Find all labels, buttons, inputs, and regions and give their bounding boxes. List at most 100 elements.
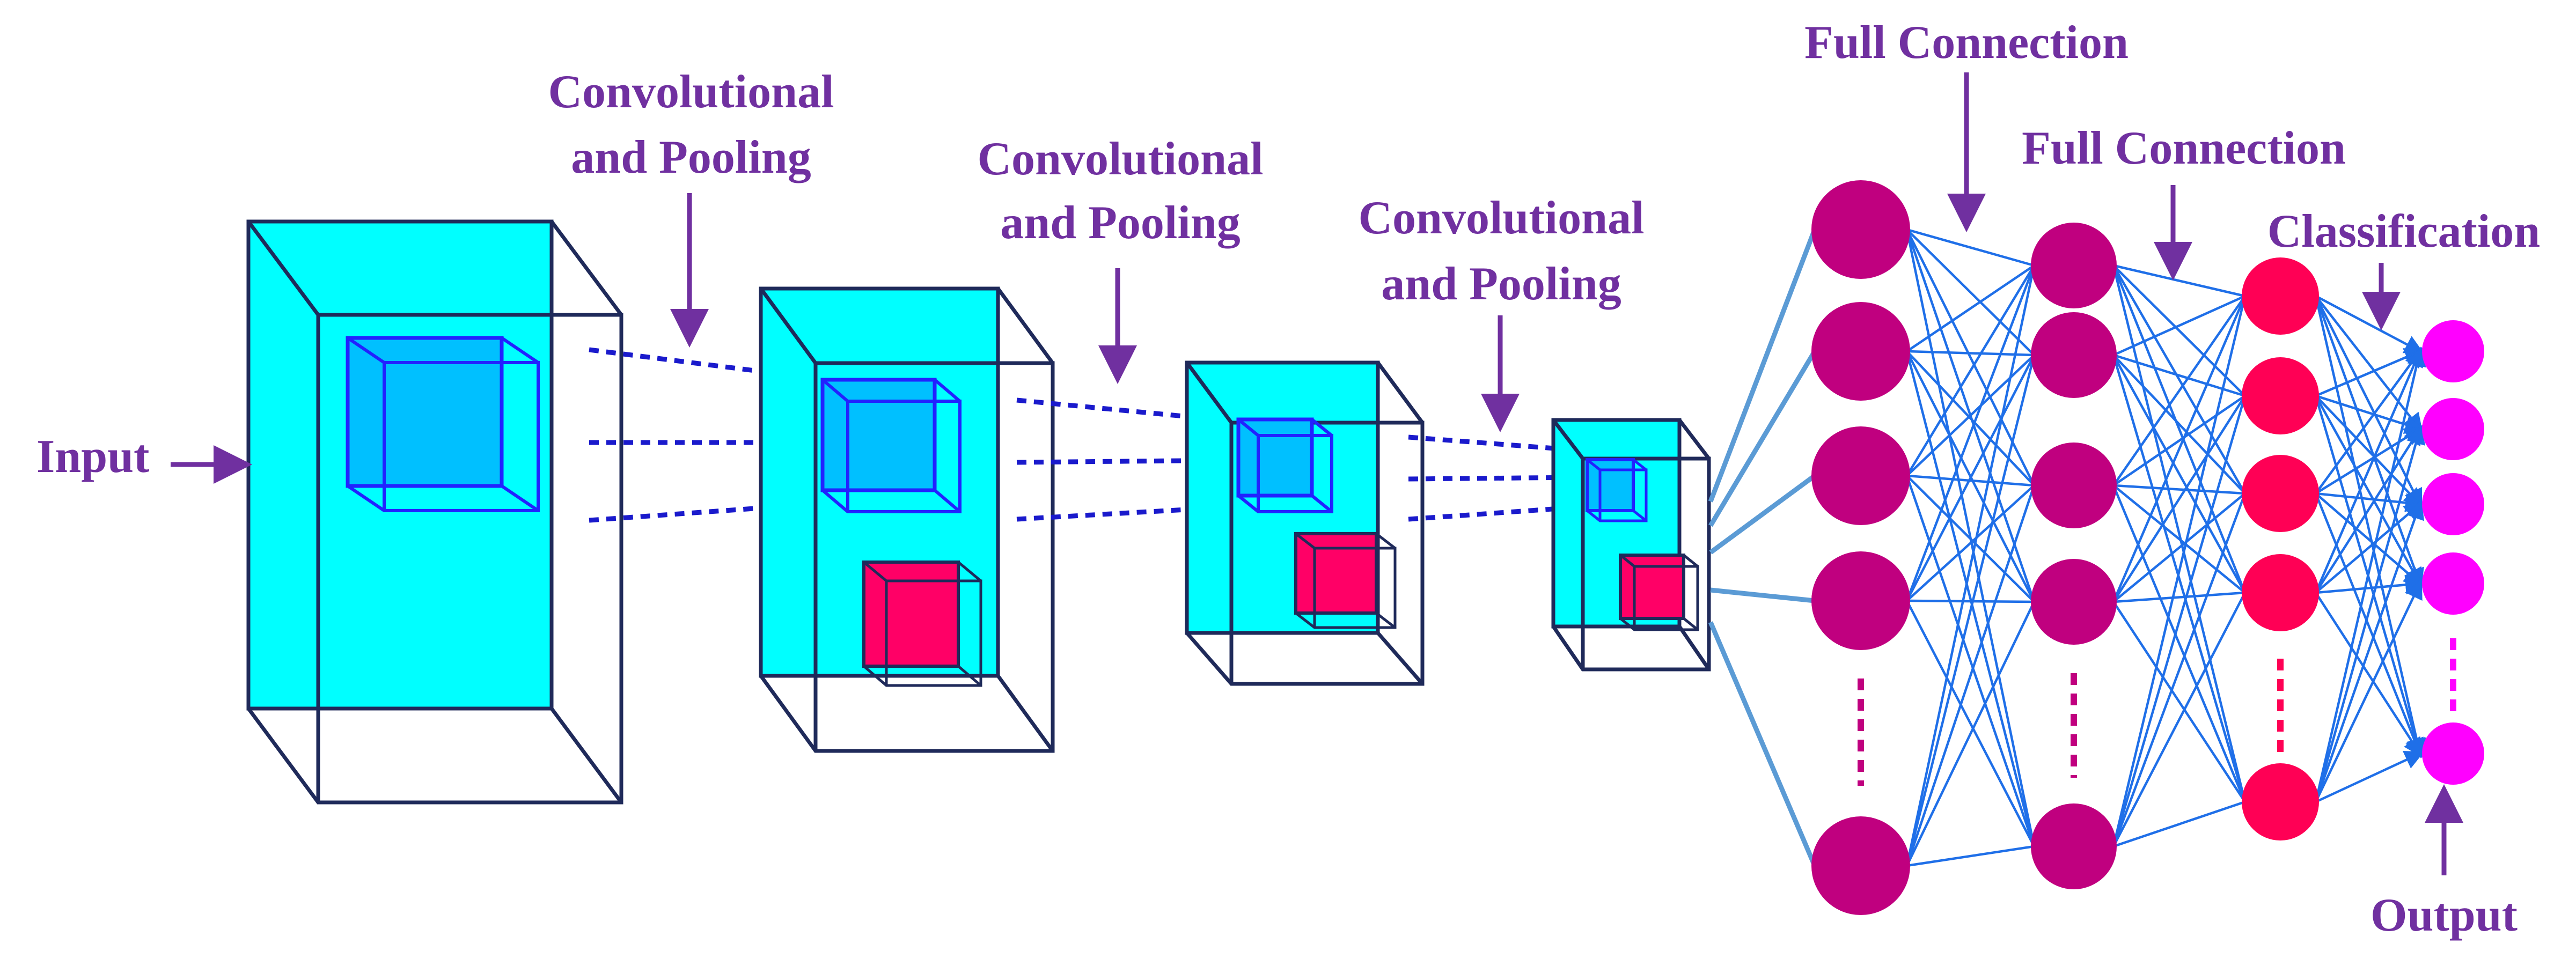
fc-connection-line [2112,296,2247,602]
fc-label-1-text: Full Connection [1804,17,2129,69]
fc-connection-line [1906,350,2035,486]
kernel-cube-4 [1586,458,1648,522]
output-neuron-2 [2422,398,2484,460]
fc-connection-line [1905,265,2036,866]
input-label-group: Input [36,431,252,484]
fc2-neuron-1 [2031,223,2117,308]
fc-connection-line [2315,492,2424,587]
fc-connection-line [1906,264,2035,477]
fc-connection-line [2112,264,2246,495]
conv-label-3-line1: Convolutional [1358,192,1644,244]
fan-in-line [1708,621,1817,867]
fan-in-line [1708,228,1817,503]
fc-connection-line [2112,265,2247,802]
fc-connection-line [2314,296,2426,758]
conv-label-2: Convolutional and Pooling [977,133,1264,384]
fc-connection-line [2314,424,2426,802]
conv-label-1-line1: Convolutional [548,66,834,118]
fan-in-line [1708,350,1817,527]
conv-label-2-line1: Convolutional [977,133,1263,185]
output-neuron-1 [2422,320,2484,382]
kernel-cube-1 [346,336,540,512]
fc-connections [1708,228,2426,867]
fc-label-1: Full Connection [1804,17,2129,232]
fc-connection-line [2112,295,2246,486]
fc-connection-line [2113,591,2245,603]
fc2-neuron-5 [2031,803,2117,889]
fc-connection-line [2112,592,2246,847]
fc-connection-line [2112,484,2246,594]
pool-cube-2 [862,561,982,687]
fc-connection-line [1906,354,2035,477]
fc-connection-line [1906,350,2035,357]
output-label: Output [2370,784,2518,941]
fc-connection-line [2314,346,2423,593]
classification-label-text: Classification [2267,205,2540,257]
fc-connection-line [2315,395,2424,508]
fc-connection-line [2112,492,2246,603]
pool-cube-3 [1294,532,1397,629]
fc-connection-line [1906,264,2035,352]
fc-connection-line [1906,354,2035,602]
fc-connection-line [2112,395,2246,486]
fc-connection-line [1906,845,2035,867]
fc-connection-line [2112,493,2247,847]
kernel-cube-3 [1236,417,1333,513]
class-neuron-4 [2242,554,2319,631]
conv-label-3: Convolutional and Pooling [1358,192,1645,432]
class-neuron-1 [2242,257,2319,335]
class-neuron-3 [2242,455,2319,532]
fc-connection-line [1906,484,2035,602]
fc2-neuron-3 [2031,443,2117,528]
fc-connection-line [1905,265,2036,601]
fc-connection-line [2112,265,2247,593]
conv-label-1-line2: and Pooling [571,131,811,183]
fc-connection-line [1905,351,2036,847]
fc-connection-line [2315,347,2423,495]
output-neuron-5 [2422,722,2484,785]
neurons [1811,180,2484,915]
fc-connection-line [2112,264,2246,397]
class-neuron-5 [2242,763,2319,840]
output-label-text: Output [2370,889,2518,941]
fc-connection-line [2315,348,2425,397]
fc-connection-line [1905,601,2036,866]
pool-cube-4 [1619,554,1699,631]
fc-label-2-text: Full Connection [2022,122,2346,174]
fc-connection-line [2315,492,2425,513]
output-neuron-3 [2422,473,2484,535]
input-label: Input [36,431,149,483]
fc1-neuron-5 [1811,816,1910,915]
fc-connection-line [1905,475,2036,847]
fc-connection-line [2314,296,2424,588]
fan-in-line [1709,474,1816,555]
conv-volume-4 [1551,418,1711,672]
fc-connection-line [2113,294,2245,357]
fc-connection-line [1906,228,2035,356]
fc-connection-line [2315,295,2424,354]
class-neuron-2 [2242,357,2319,434]
conv-label-3-line2: and Pooling [1381,258,1621,310]
fc-connection-line [2315,426,2424,495]
fc-connection-line [2315,425,2423,594]
fc-connection-line [1906,599,2035,603]
fc2-neuron-2 [2031,312,2117,398]
conv-label-1: Convolutional and Pooling [548,66,834,348]
fc-connection-line [2113,264,2245,298]
fc1-neuron-2 [1811,302,1910,401]
fc-connection-line [2315,592,2423,758]
fc-connection-line [2112,296,2247,847]
fc-connection-line [2314,499,2425,802]
conv-label-2-line2: and Pooling [1000,197,1240,249]
fc-connection-line [1906,228,2035,267]
fc-connection-line [2315,575,2425,595]
fc-connection-line [2315,751,2425,803]
fc-connection-line [2113,800,2245,848]
fan-in-line [1710,587,1815,603]
conv-volume-3 [1185,360,1425,686]
classification-label: Classification [2267,205,2540,330]
fc-label-2: Full Connection [2022,122,2346,281]
fc-connection-line [1906,474,2035,487]
fc2-neuron-4 [2031,559,2117,645]
